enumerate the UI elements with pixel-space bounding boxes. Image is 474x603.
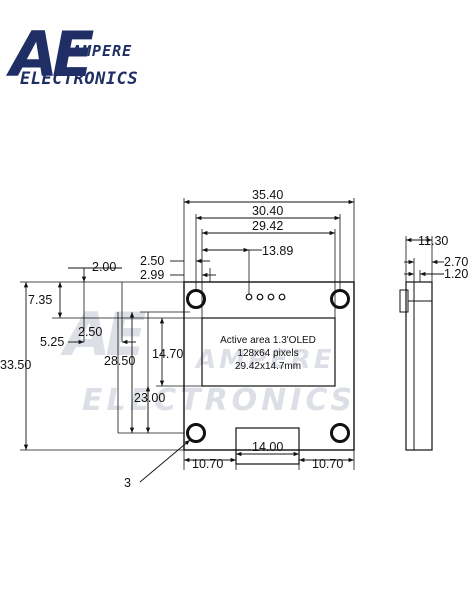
watermark-letters: AE — [60, 300, 146, 370]
dim-11-30: 11.30 — [418, 234, 448, 248]
header-pin-3 — [267, 293, 275, 301]
dim-10-70-left: 10.70 — [192, 457, 223, 471]
dim-28-50: 28.50 — [104, 354, 135, 368]
dim-1-20: 1.20 — [444, 267, 468, 281]
header-pin-2 — [256, 293, 264, 301]
dim-14-70: 14.70 — [152, 347, 183, 361]
mounting-hole-bottom-right — [330, 423, 350, 443]
dimension-lines — [23, 199, 354, 483]
dim-35-40: 35.40 — [252, 188, 283, 202]
dim-14-00: 14.00 — [252, 440, 283, 454]
module-outline — [183, 281, 355, 465]
dim-29-42: 29.42 — [252, 219, 283, 233]
side-view — [399, 236, 444, 451]
dim-10-70-right: 10.70 — [312, 457, 343, 471]
dim-33-50: 33.50 — [0, 358, 31, 372]
mounting-hole-top-right — [330, 289, 350, 309]
dim-5-25: 5.25 — [40, 335, 64, 349]
logo-line-ampere: AMPERE — [71, 42, 132, 60]
dim-30-40: 30.40 — [252, 204, 283, 218]
dim-13-89: 13.89 — [262, 244, 293, 258]
header-pin-1 — [245, 293, 253, 301]
mounting-hole-top-left — [186, 289, 206, 309]
dim-2-00: 2.00 — [92, 260, 116, 274]
watermark-electronics: ELECTRONICS — [82, 383, 356, 418]
extension-lines — [20, 198, 355, 470]
dim-2-50-left: 2.50 — [78, 325, 102, 339]
active-area-label: Active area 1.3'OLED 128x64 pixels 29.42… — [220, 335, 316, 372]
dim-2-70: 2.70 — [444, 255, 468, 269]
active-area-line3: 29.42x14.7mm — [235, 361, 301, 372]
brand-logo: AE AMPERE ELECTRONICS — [5, 18, 138, 91]
logo-letters: AE — [5, 18, 94, 91]
dim-3: 3 — [124, 476, 131, 490]
dimension-labels: 35.40 30.40 29.42 13.89 2.50 2.99 2.00 7… — [0, 188, 468, 490]
active-area-line2: 128x64 pixels — [237, 348, 298, 359]
dim-2-99: 2.99 — [140, 268, 164, 282]
dim-23-00: 23.00 — [134, 391, 165, 405]
active-area-line1: Active area 1.3'OLED — [220, 335, 316, 346]
dim-2-50-top: 2.50 — [140, 254, 164, 268]
watermark: AE AMPERE ELECTRONICS — [60, 300, 356, 418]
dim-7-35: 7.35 — [28, 293, 52, 307]
watermark-ampere: AMPERE — [194, 345, 335, 375]
header-pin-4 — [278, 293, 286, 301]
logo-line-electronics: ELECTRONICS — [20, 69, 138, 89]
mounting-hole-bottom-left — [186, 423, 206, 443]
